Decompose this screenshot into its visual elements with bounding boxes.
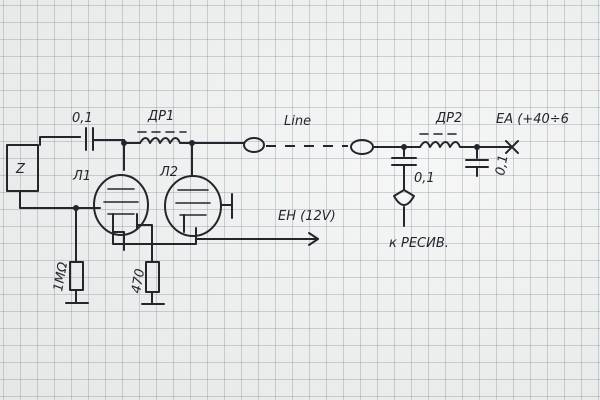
line-connector-left xyxy=(243,137,265,153)
coupling-capacitor xyxy=(391,146,417,191)
z-block xyxy=(6,144,39,192)
receiver-label: к РЕСИВ. xyxy=(389,236,449,251)
grid-resistor xyxy=(69,261,84,291)
ground-symbol xyxy=(141,291,165,305)
choke-dr1 xyxy=(139,137,193,144)
eh-arrow-head xyxy=(308,232,319,246)
tube-l1-electrodes xyxy=(103,188,139,215)
tube-l1 xyxy=(93,174,149,236)
ground-symbol xyxy=(65,289,89,304)
tube-l2-electrodes xyxy=(175,189,211,216)
line-connector-right xyxy=(350,139,374,155)
cathode-resistor xyxy=(145,261,160,293)
r1-label: 1МΩ xyxy=(51,261,71,293)
receiver-antenna-symbol xyxy=(393,189,415,227)
l1-label: Л1 xyxy=(72,169,91,184)
eh-label: EH (12V) xyxy=(278,209,336,224)
z-block-label: Z xyxy=(15,162,26,177)
line-label: Line xyxy=(284,114,311,129)
l2-label: Л2 xyxy=(159,165,178,180)
z-to-grid-wire xyxy=(19,191,101,209)
ea-terminal xyxy=(505,140,519,154)
c3-value-label: 0,1 xyxy=(493,154,511,177)
ea-label: EA (+40÷6 xyxy=(496,112,569,127)
input-capacitor xyxy=(39,127,125,151)
cathode-wire xyxy=(137,224,153,263)
choke-dr2 xyxy=(419,141,501,148)
heater-wire xyxy=(112,227,197,245)
c2-value-label: 0,1 xyxy=(414,171,435,186)
c1-value-label: 0,1 xyxy=(72,111,93,126)
tube-l2-leads xyxy=(183,193,233,233)
decoupling-capacitor xyxy=(465,146,489,177)
dr1-label: ДР1 xyxy=(147,109,174,124)
dr2-label: ДР2 xyxy=(435,111,462,126)
tube-l2 xyxy=(164,175,222,237)
r2-label: 470 xyxy=(129,268,148,295)
